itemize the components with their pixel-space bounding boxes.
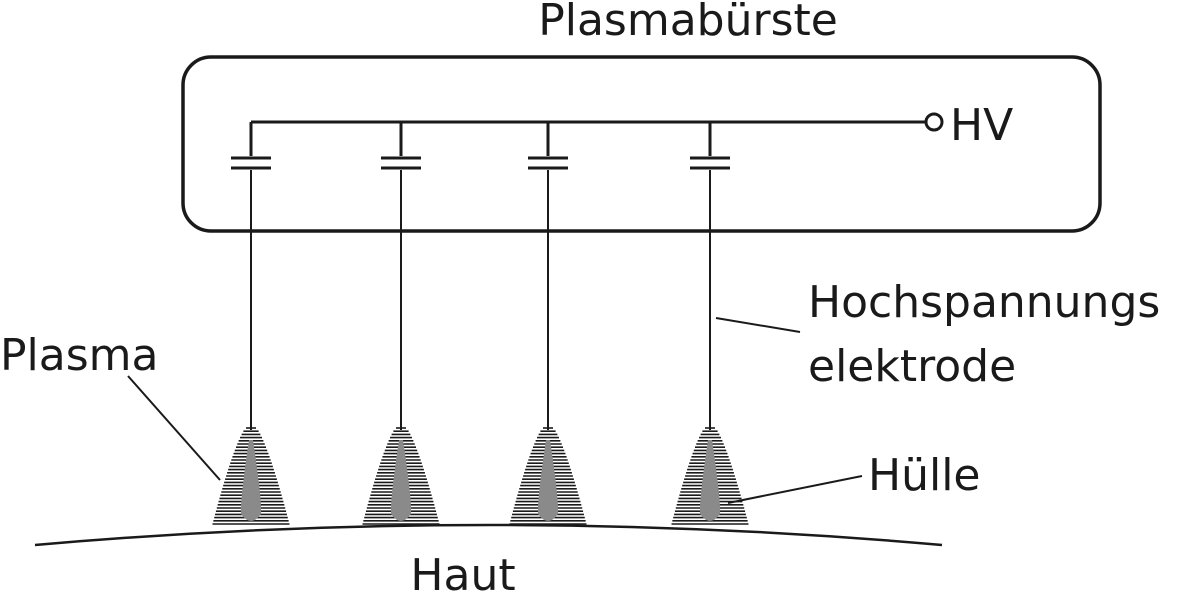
- plasma-core: [390, 440, 412, 521]
- brush-housing: [181, 55, 1102, 233]
- electrodes-group: [212, 122, 749, 525]
- electrode-1: [212, 122, 290, 525]
- skin-label: Haut: [410, 550, 515, 593]
- sheath-leader-line: [727, 475, 863, 504]
- plasma-label: Plasma: [0, 330, 158, 381]
- electrode-label-line2: elektrode: [808, 341, 1016, 392]
- electrode-4: [671, 122, 749, 525]
- plasma-core: [240, 440, 262, 521]
- plasma-leader-line: [127, 375, 221, 481]
- skin-surface: [34, 523, 943, 547]
- hv-label: HV: [950, 100, 1013, 151]
- plasma-core: [537, 440, 559, 521]
- electrode-leader-line: [715, 317, 801, 333]
- diagram-title: Plasmabürste: [538, 0, 838, 46]
- sheath-label: Hülle: [868, 450, 981, 501]
- electrode-3: [509, 122, 587, 525]
- electrode-2: [362, 122, 440, 525]
- hv-terminal: [924, 112, 944, 132]
- plasma-core: [699, 440, 721, 521]
- electrode-label-line1: Hochspannungs: [808, 277, 1160, 328]
